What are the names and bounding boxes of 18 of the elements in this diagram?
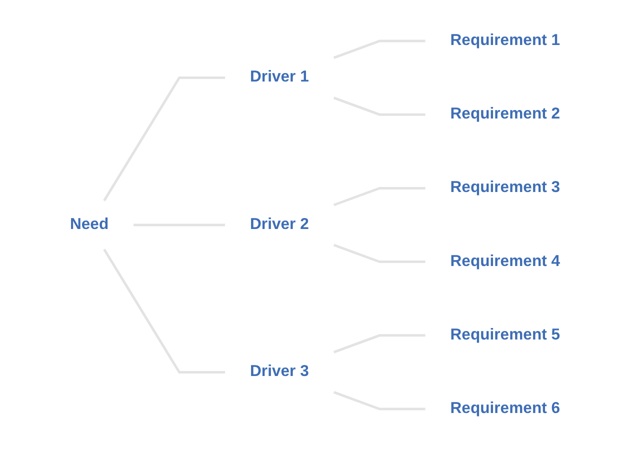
- node-text: Need: [70, 216, 109, 234]
- connector: [333, 40, 426, 59]
- connector: [103, 248, 226, 374]
- connector: [333, 186, 426, 206]
- node-text: Driver 2: [250, 216, 309, 234]
- node-text: Requirement 1: [450, 32, 560, 50]
- connector: [333, 391, 426, 410]
- connector: [333, 334, 426, 354]
- node-text: Requirement 4: [450, 252, 560, 270]
- node-text: Driver 1: [250, 68, 309, 86]
- node-text: Requirement 6: [450, 400, 560, 418]
- node-text: Requirement 2: [450, 105, 560, 123]
- node-text: Driver 3: [250, 362, 309, 380]
- connector: [333, 96, 426, 116]
- connector: [103, 76, 226, 202]
- node-text: Requirement 3: [450, 178, 560, 196]
- node-text: Requirement 5: [450, 326, 560, 344]
- connector: [333, 244, 426, 264]
